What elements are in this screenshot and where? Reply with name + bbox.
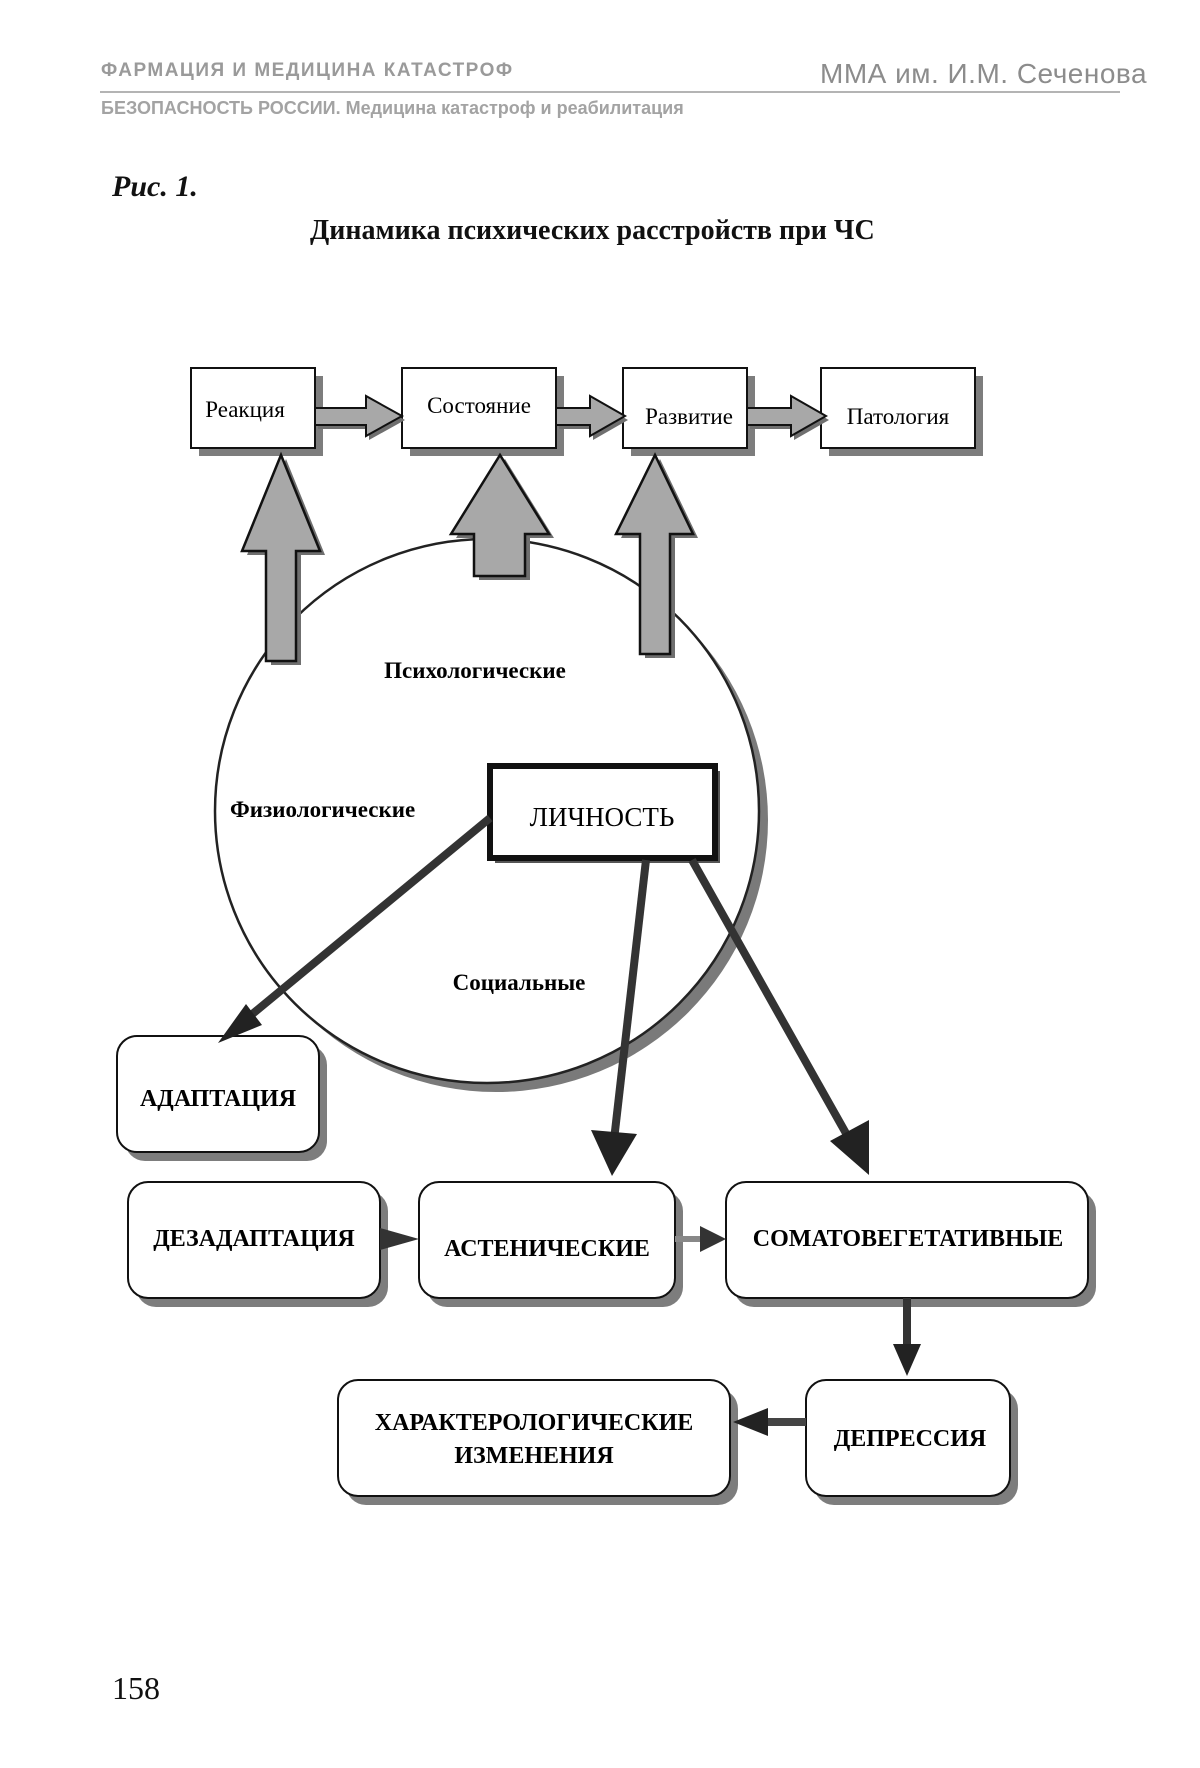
arrow-somatovegetative-to-depression: [893, 1298, 921, 1376]
stage-label-state: Состояние: [427, 393, 531, 418]
outcome-label-depression: ДЕПРЕССИЯ: [834, 1426, 987, 1452]
stage-label-development: Развитие: [645, 404, 733, 429]
arrow-personality-to-somatovegetative: [692, 860, 869, 1175]
arrow-depression-to-characterological: [733, 1408, 806, 1436]
arrow-disadaptation-to-asthenic: [380, 1228, 419, 1250]
stage-arrow-3: [747, 396, 829, 440]
stage-label-reaction: Реакция: [205, 397, 285, 422]
stage-label-pathology: Патология: [847, 404, 950, 429]
outcome-label-asthenic: АСТЕНИЧЕСКИЕ: [444, 1236, 650, 1262]
stage-arrow-2: [556, 396, 628, 440]
outcome-label-adaptation: АДАПТАЦИЯ: [140, 1086, 296, 1112]
stage-arrow-1: [315, 396, 405, 440]
factor-label-psychological: Психологические: [384, 658, 566, 683]
outcome-box-characterological: [338, 1380, 730, 1496]
personality-label: ЛИЧНОСТЬ: [530, 802, 675, 832]
outcome-label-somatovegetative: СОМАТОВЕГЕТАТИВНЫЕ: [753, 1226, 1064, 1252]
page-number: 158: [112, 1670, 160, 1707]
factor-label-social: Социальные: [453, 970, 586, 995]
outcome-label-characterological-line1: ХАРАКТЕРОЛОГИЧЕСКИЕ: [375, 1410, 694, 1436]
factor-label-physiological: Физиологические: [230, 797, 415, 822]
outcome-label-characterological-line2: ИЗМЕНЕНИЯ: [454, 1443, 613, 1469]
outcome-label-disadaptation: ДЕЗАДАПТАЦИЯ: [153, 1226, 355, 1252]
